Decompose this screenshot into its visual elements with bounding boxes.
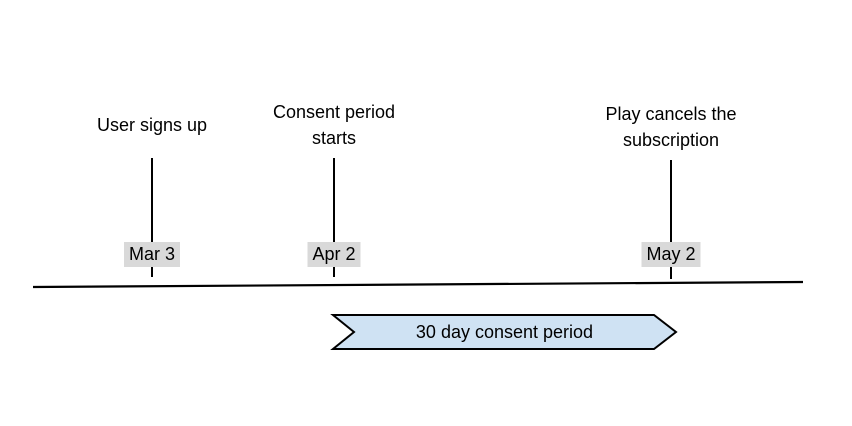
date-badge-may2: May 2 bbox=[641, 242, 701, 267]
consent-period-banner-shape bbox=[330, 314, 678, 350]
date-badge-apr2: Apr 2 bbox=[307, 242, 361, 267]
consent-period-banner-label: 30 day consent period bbox=[415, 321, 594, 342]
date-badge-mar3: Mar 3 bbox=[123, 242, 181, 267]
event-label-user-signs-up: User signs up bbox=[96, 115, 208, 135]
event-label-play-cancels-subscription: Play cancels the subscription bbox=[605, 104, 737, 150]
event-label-consent-period-starts: Consent period starts bbox=[272, 102, 396, 148]
timeline-axis-line bbox=[32, 280, 804, 289]
